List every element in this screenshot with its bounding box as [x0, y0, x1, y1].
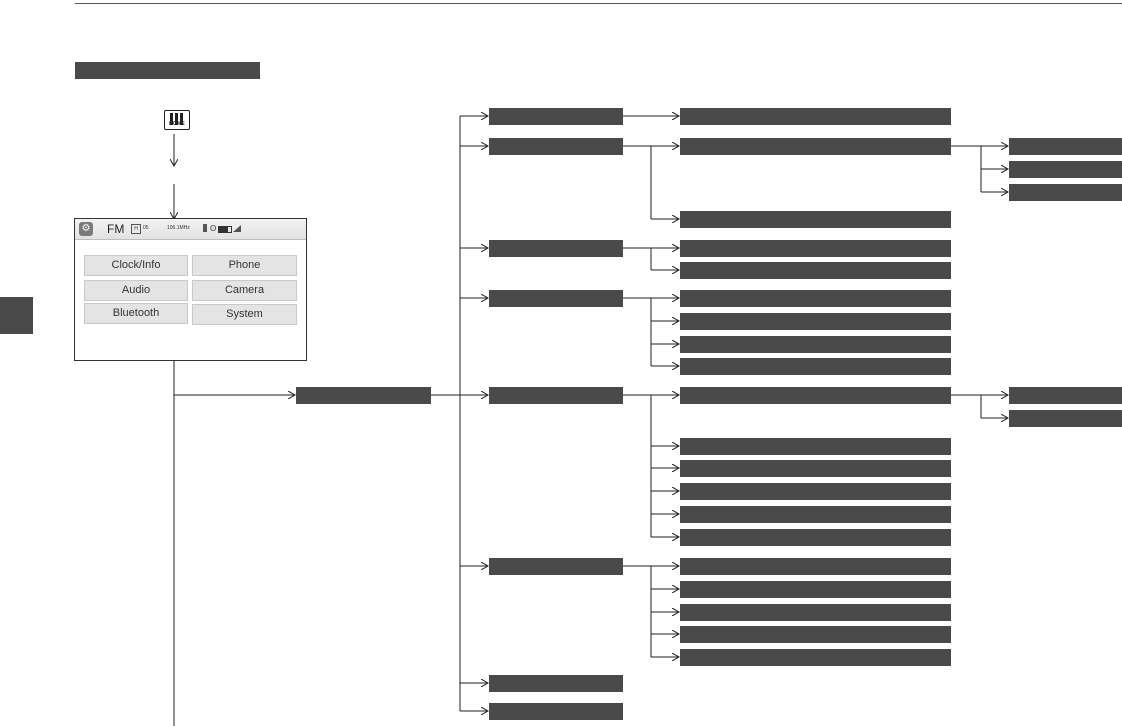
menu-node-level3 [680, 358, 951, 375]
menu-node-level2 [489, 675, 623, 692]
home-button-label: HOME [169, 121, 185, 127]
menu-node-level3 [680, 529, 951, 546]
menu-node-level2 [489, 558, 623, 575]
audio-source: FM [107, 222, 125, 236]
menu-node-level1 [296, 387, 431, 404]
preset-number: 05 [143, 225, 149, 231]
menu-node-level2 [489, 387, 623, 404]
menu-node-level3 [680, 506, 951, 523]
menu-node-level4 [1009, 410, 1122, 427]
menu-clock-info-button[interactable]: Clock/Info [84, 255, 188, 276]
top-rule [75, 3, 1122, 4]
menu-camera-button[interactable]: Camera [192, 280, 297, 301]
home-button[interactable]: HOME [164, 110, 190, 130]
menu-node-level2 [489, 138, 623, 155]
section-heading-bar [75, 62, 260, 79]
menu-node-level4 [1009, 387, 1122, 404]
menu-node-level3 [680, 581, 951, 598]
menu-node-level3 [680, 649, 951, 666]
frequency-readout: 106.1MHz [167, 225, 190, 231]
menu-node-level3 [680, 626, 951, 643]
menu-node-level3 [680, 460, 951, 477]
menu-node-level3 [680, 336, 951, 353]
menu-node-level3 [680, 138, 951, 155]
battery-icon [218, 226, 232, 233]
signal-icon [233, 225, 241, 232]
menu-node-level3 [680, 262, 951, 279]
menu-node-level2 [489, 240, 623, 257]
home-screen: ⚙ FM H 05 106.1MHz ʘ Clock/Info Phone Au… [74, 218, 307, 361]
menu-bluetooth-button[interactable]: Bluetooth [84, 303, 188, 324]
menu-node-level3 [680, 387, 951, 404]
hd-icon: H [131, 224, 141, 234]
menu-node-level3 [680, 483, 951, 500]
menu-node-level4 [1009, 138, 1122, 155]
menu-node-level3 [680, 558, 951, 575]
menu-audio-button[interactable]: Audio [84, 280, 188, 301]
menu-node-level4 [1009, 161, 1122, 178]
menu-node-level4 [1009, 184, 1122, 201]
menu-node-level2 [489, 290, 623, 307]
menu-node-level3 [680, 438, 951, 455]
menu-node-level3 [680, 240, 951, 257]
menu-system-button[interactable]: System [192, 304, 297, 325]
status-bar: ⚙ FM H 05 106.1MHz ʘ [75, 219, 306, 240]
link-icon: ʘ [210, 224, 217, 233]
home-grid-icon-row [170, 117, 183, 125]
gear-icon: ⚙ [79, 222, 93, 236]
menu-node-level2 [489, 108, 623, 125]
menu-node-level3 [680, 108, 951, 125]
bluetooth-icon [203, 224, 207, 232]
menu-node-level2 [489, 703, 623, 720]
menu-phone-button[interactable]: Phone [192, 255, 297, 276]
menu-node-level3 [680, 211, 951, 228]
menu-node-level3 [680, 290, 951, 307]
menu-node-level3 [680, 313, 951, 330]
menu-node-level3 [680, 604, 951, 621]
side-tab [0, 297, 33, 334]
